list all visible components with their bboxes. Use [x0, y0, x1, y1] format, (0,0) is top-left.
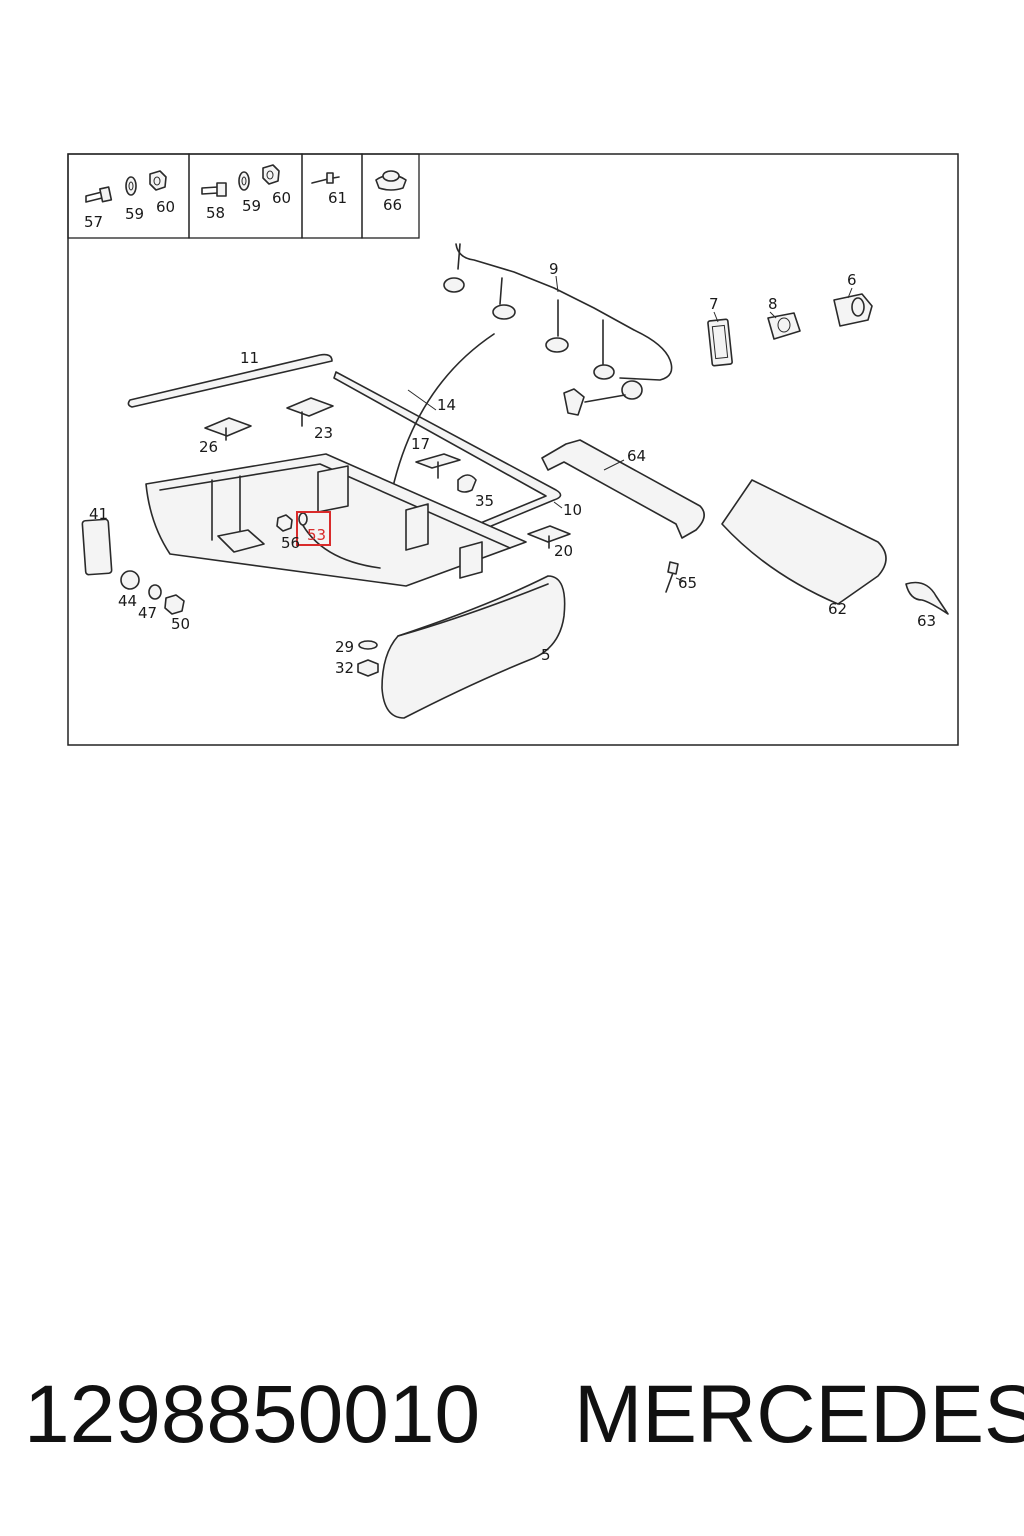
cover-plate [707, 318, 733, 367]
part-number: 1298850010 [24, 1369, 481, 1460]
nut-icon-2 [262, 164, 280, 185]
clip-23 [286, 397, 334, 427]
highlight-box [296, 511, 331, 546]
bumper-cover [381, 575, 566, 719]
callout-label: 8 [768, 295, 778, 313]
callout-label: 56 [281, 534, 300, 552]
legend-label: 66 [383, 196, 402, 214]
legend-label: 61 [328, 189, 347, 207]
callout-label: 7 [709, 295, 719, 313]
callout-label: 44 [118, 592, 137, 610]
callout-label: 53 [307, 526, 326, 544]
callout-label: 64 [627, 447, 646, 465]
callout-label: 20 [554, 542, 573, 560]
callout-label: 5 [541, 646, 551, 664]
washer-47 [148, 584, 162, 600]
clip-26 [204, 417, 252, 441]
callout-label: 62 [828, 600, 847, 618]
callout-label: 10 [563, 501, 582, 519]
washer-29 [358, 640, 378, 650]
clip-20 [527, 525, 571, 549]
washer-53 [298, 512, 308, 526]
callout-label: 14 [437, 396, 456, 414]
callout-label: 29 [335, 638, 354, 656]
hook-part [905, 581, 949, 615]
legend-label: 57 [84, 213, 103, 231]
clip-35 [457, 474, 477, 493]
socket-part [833, 293, 873, 327]
bumper-cover-edge [397, 583, 549, 637]
callout-label: 41 [89, 505, 108, 523]
callout-label: 35 [475, 492, 494, 510]
nut-50 [164, 594, 185, 615]
legend-label: 60 [156, 198, 175, 216]
parts-diagram: 57 59 60 58 59 60 61 66 9 6 7 8 11 14 26… [67, 153, 959, 746]
legend-label: 58 [206, 204, 225, 222]
footer: 1298850010 MERCEDES [0, 1360, 1024, 1470]
bolt-icon [85, 186, 113, 203]
connector-part [767, 312, 801, 340]
callout-label: 17 [411, 435, 430, 453]
callout-label: 23 [314, 424, 333, 442]
brand-name: MERCEDES [574, 1369, 1024, 1460]
trim-strip-upper [127, 353, 333, 408]
grommet-icon [375, 170, 407, 191]
leader-lines [407, 275, 853, 583]
washer-icon [125, 176, 137, 196]
washer-44 [120, 570, 140, 590]
callout-label: 32 [335, 659, 354, 677]
callout-label: 63 [917, 612, 936, 630]
callout-label: 65 [678, 574, 697, 592]
callout-label: 6 [847, 271, 857, 289]
pin-head [667, 561, 679, 575]
bumper-carrier [145, 453, 527, 587]
legend-label: 60 [272, 189, 291, 207]
nut-32 [357, 659, 379, 677]
diagram-frame [67, 153, 959, 746]
bolt-icon-2 [201, 182, 227, 197]
legend-box [67, 153, 420, 239]
mounting-plate [81, 518, 113, 576]
nut-56 [276, 514, 293, 532]
heat-shield [721, 479, 887, 605]
nut-icon [149, 170, 167, 191]
bracket-part [541, 439, 705, 539]
legend-label: 59 [242, 197, 261, 215]
callout-label: 47 [138, 604, 157, 622]
callout-label: 26 [199, 438, 218, 456]
clip-17 [415, 453, 461, 479]
callout-label: 9 [549, 260, 559, 278]
rivet-icon [311, 172, 340, 184]
wiring-harness [443, 243, 673, 416]
washer-icon-2 [238, 171, 250, 191]
callout-label: 11 [240, 349, 259, 367]
callout-label: 50 [171, 615, 190, 633]
legend-label: 59 [125, 205, 144, 223]
